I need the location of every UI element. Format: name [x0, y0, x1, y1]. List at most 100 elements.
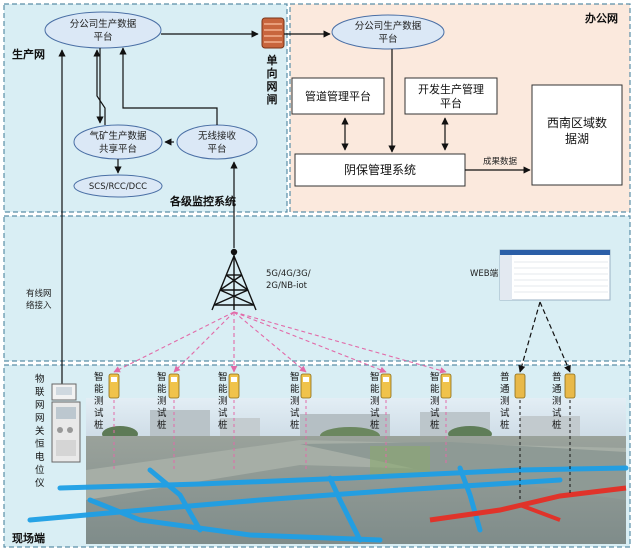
svg-text:试: 试 — [290, 407, 300, 419]
svg-text:桩: 桩 — [290, 419, 300, 431]
monitoring-system-label: 各级监控系统 — [169, 194, 236, 208]
iot-gateway-device[interactable] — [51, 383, 81, 463]
svg-text:恒: 恒 — [35, 438, 45, 450]
prod-branch-platform-label-1: 分公司生产数据 — [70, 18, 137, 30]
wireless-platform-label-1: 无线接收 — [198, 130, 237, 142]
pile-drop-lines — [113, 400, 447, 470]
svg-text:网: 网 — [35, 413, 45, 424]
svg-text:测: 测 — [94, 396, 104, 407]
dev-platform-label-1: 开发生产管理 — [418, 82, 484, 96]
office-network-label: 办公网 — [585, 11, 618, 25]
field-photo — [27, 398, 629, 544]
wired-access-label-1: 有线网 — [26, 288, 52, 299]
gateway-label-2: 向 — [267, 66, 278, 80]
smart-pile-2-label: 智 能 测 试 桩 — [157, 371, 167, 431]
smart-pile-6[interactable] — [440, 373, 452, 399]
normal-pile-2[interactable] — [564, 373, 576, 399]
svg-text:智: 智 — [290, 371, 300, 383]
svg-text:桩: 桩 — [500, 419, 510, 431]
wireless-platform-label-2: 平台 — [207, 143, 226, 155]
svg-text:能: 能 — [430, 383, 440, 395]
svg-text:智: 智 — [157, 371, 167, 383]
cathodic-system-label: 阴保管理系统 — [344, 162, 416, 177]
smart-pile-1-label: 智 能 测 试 桩 — [94, 371, 104, 431]
svg-text:能: 能 — [218, 383, 228, 395]
gateway-label-3: 网 — [267, 80, 278, 93]
svg-text:仪: 仪 — [35, 478, 45, 489]
office-branch-platform[interactable] — [331, 14, 445, 50]
svg-text:试: 试 — [94, 407, 104, 419]
pipeline-management-platform[interactable] — [291, 77, 385, 115]
network-types-label-1: 5G/4G/3G/ — [266, 269, 311, 279]
svg-text:桩: 桩 — [218, 419, 228, 431]
svg-text:网: 网 — [35, 400, 45, 411]
gas-share-platform-label-2: 共享平台 — [99, 143, 137, 155]
svg-text:智: 智 — [218, 371, 228, 383]
pipeline-platform-label: 管道管理平台 — [305, 89, 371, 103]
smart-pile-2[interactable] — [168, 373, 180, 399]
production-network-label: 生产网 — [12, 47, 45, 61]
web-end-screenshot[interactable] — [499, 249, 611, 301]
svg-text:测: 测 — [218, 396, 228, 407]
svg-text:普: 普 — [552, 371, 562, 383]
gateway-label-4: 闸 — [267, 92, 278, 106]
svg-text:试: 试 — [157, 407, 167, 419]
dev-production-platform[interactable] — [404, 77, 498, 115]
svg-text:能: 能 — [290, 383, 300, 395]
smart-pile-5[interactable] — [380, 373, 392, 399]
smart-pile-3-label: 智 能 测 试 桩 — [218, 371, 228, 431]
svg-text:测: 测 — [370, 396, 380, 407]
svg-text:桩: 桩 — [94, 419, 104, 431]
svg-text:能: 能 — [157, 383, 167, 395]
svg-text:测: 测 — [500, 396, 510, 407]
dev-platform-label-2: 平台 — [440, 96, 462, 110]
result-data-label: 成果数据 — [483, 156, 518, 167]
svg-text:试: 试 — [218, 407, 228, 419]
normal-pile-1[interactable] — [514, 373, 526, 399]
radio-tower-icon — [211, 248, 257, 311]
svg-text:桩: 桩 — [552, 419, 562, 431]
svg-text:普: 普 — [500, 371, 510, 383]
normal-pile-1-label: 普 通 测 试 桩 — [500, 371, 510, 431]
svg-text:关: 关 — [35, 425, 45, 437]
smart-pile-4[interactable] — [300, 373, 312, 399]
svg-text:通: 通 — [500, 384, 510, 395]
wired-access-label-2: 络接入 — [26, 300, 52, 311]
svg-text:物: 物 — [35, 373, 45, 385]
normal-pile-drop-lines — [519, 400, 571, 500]
network-types-label-2: 2G/NB-iot — [266, 281, 308, 291]
svg-text:测: 测 — [290, 396, 300, 407]
svg-text:试: 试 — [370, 407, 380, 419]
svg-text:桩: 桩 — [157, 419, 167, 431]
office-branch-platform-label-2: 平台 — [378, 33, 397, 45]
smart-pile-4-label: 智 能 测 试 桩 — [290, 371, 300, 431]
svg-text:试: 试 — [552, 407, 562, 419]
prod-branch-platform[interactable] — [44, 11, 162, 49]
svg-text:测: 测 — [430, 396, 440, 407]
scs-rcc-dcc[interactable] — [73, 174, 163, 198]
svg-text:智: 智 — [370, 371, 380, 383]
smart-pile-3[interactable] — [228, 373, 240, 399]
arrow-gas-to-branch — [93, 49, 106, 125]
southwest-data-lake[interactable] — [531, 84, 623, 186]
field-end-label: 现场端 — [12, 531, 45, 545]
svg-text:试: 试 — [500, 407, 510, 419]
svg-text:测: 测 — [157, 396, 167, 407]
web-to-normal-piles — [518, 301, 571, 373]
smart-pile-6-label: 智 能 测 试 桩 — [430, 371, 440, 431]
arrow-wireless-to-branch — [119, 47, 218, 125]
svg-text:测: 测 — [552, 396, 562, 407]
iot-gateway-label: 物 联 网 网 关 恒 电 位 仪 — [35, 373, 45, 489]
svg-text:智: 智 — [94, 371, 104, 383]
svg-text:桩: 桩 — [370, 419, 380, 431]
smart-pile-1[interactable] — [108, 373, 120, 399]
svg-text:通: 通 — [552, 384, 562, 395]
web-end-label: WEB端 — [470, 268, 499, 279]
svg-text:桩: 桩 — [430, 419, 440, 431]
scs-label: SCS/RCC/DCC — [89, 182, 147, 192]
svg-text:试: 试 — [430, 407, 440, 419]
data-lake-label-1: 西南区域数 — [547, 115, 607, 130]
gas-share-platform-label-1: 气矿生产数据 — [89, 130, 147, 142]
gateway-label-1: 单 — [267, 53, 278, 67]
